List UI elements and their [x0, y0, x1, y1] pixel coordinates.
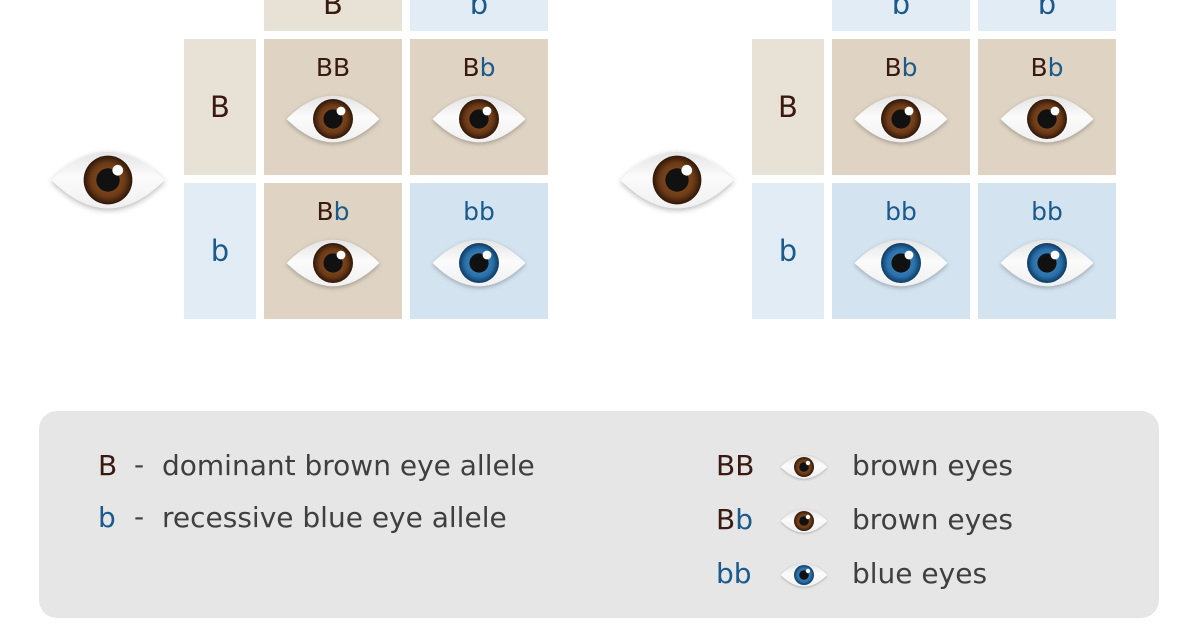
legend-phenotype-text: brown eyes — [852, 503, 1013, 536]
parent-brown-eye-icon — [49, 141, 167, 219]
allele-1: b — [463, 197, 479, 226]
left-square-side-allele-2: b — [184, 183, 256, 319]
allele-2: b — [479, 53, 496, 82]
allele-2: B — [735, 449, 755, 482]
allele-1: B — [716, 503, 736, 536]
allele-1: B — [316, 197, 334, 226]
brown-eye-icon — [780, 451, 828, 483]
legend-phenotype-text: brown eyes — [852, 449, 1013, 482]
legend-phenotype-text: blue eyes — [852, 557, 988, 590]
right-square-side-allele-2: b — [752, 183, 824, 319]
allele-2: b — [1047, 53, 1064, 82]
allele-2: b — [479, 197, 495, 226]
brown-eye-icon — [431, 87, 527, 151]
legend-genotype: Bb — [716, 503, 753, 536]
brown-eye-icon — [285, 87, 381, 151]
brown-eye-icon — [853, 87, 949, 151]
right-square-cell-2-1: bb — [832, 183, 970, 319]
legend-dash: - — [134, 448, 145, 481]
legend-dash: - — [134, 500, 145, 533]
brown-eye-icon — [780, 505, 828, 537]
allele-1: b — [885, 197, 901, 226]
genotype-label: bb — [410, 197, 548, 226]
legend-panel: B - dominant brown eye allele b - recess… — [39, 411, 1159, 618]
genotype-label: bb — [978, 197, 1116, 226]
allele-2: b — [733, 557, 752, 590]
brown-eye-icon — [999, 87, 1095, 151]
allele-1: b — [716, 557, 734, 590]
allele-1: b — [1031, 197, 1047, 226]
genotype-label: Bb — [410, 53, 548, 82]
right-square-top-allele-1: b — [832, 0, 970, 31]
left-square-top-allele-2: b — [410, 0, 548, 31]
legend-genotype: BB — [716, 449, 754, 482]
genotype-label: BB — [264, 53, 402, 82]
brown-eye-icon — [285, 231, 381, 295]
blue-eye-icon — [431, 231, 527, 295]
allele-1: B — [315, 53, 333, 82]
left-square-cell-2-1: Bb — [264, 183, 402, 319]
allele-1: B — [716, 449, 736, 482]
blue-eye-icon — [780, 559, 828, 591]
legend-recessive-letter: b — [98, 501, 116, 534]
allele-2: b — [901, 53, 918, 82]
allele-1: B — [462, 53, 480, 82]
right-square-top-allele-2: b — [978, 0, 1116, 31]
left-square-cell-2-2: bb — [410, 183, 548, 319]
left-square-top-allele-1: B — [264, 0, 402, 31]
allele-2: B — [333, 53, 351, 82]
allele-2: b — [735, 503, 753, 536]
legend-dominant-letter: B — [98, 449, 118, 482]
right-square-cell-2-2: bb — [978, 183, 1116, 319]
left-square-cell-1-1: BB — [264, 39, 402, 175]
genotype-label: Bb — [264, 197, 402, 226]
blue-eye-icon — [999, 231, 1095, 295]
allele-1: B — [884, 53, 902, 82]
left-square-cell-1-2: Bb — [410, 39, 548, 175]
allele-2: b — [1047, 197, 1063, 226]
allele-2: b — [901, 197, 917, 226]
legend-dominant-text: dominant brown eye allele — [162, 449, 535, 482]
legend-recessive-text: recessive blue eye allele — [162, 501, 507, 534]
right-square-cell-1-2: Bb — [978, 39, 1116, 175]
left-square-side-allele-1: B — [184, 39, 256, 175]
allele-1: B — [1030, 53, 1048, 82]
genotype-label: Bb — [832, 53, 970, 82]
right-square-side-allele-1: B — [752, 39, 824, 175]
parent-brown-eye-icon — [618, 141, 736, 219]
genotype-label: bb — [832, 197, 970, 226]
legend-genotype: bb — [716, 557, 752, 590]
genotype-label: Bb — [978, 53, 1116, 82]
blue-eye-icon — [853, 231, 949, 295]
right-square-cell-1-1: Bb — [832, 39, 970, 175]
allele-2: b — [333, 197, 350, 226]
